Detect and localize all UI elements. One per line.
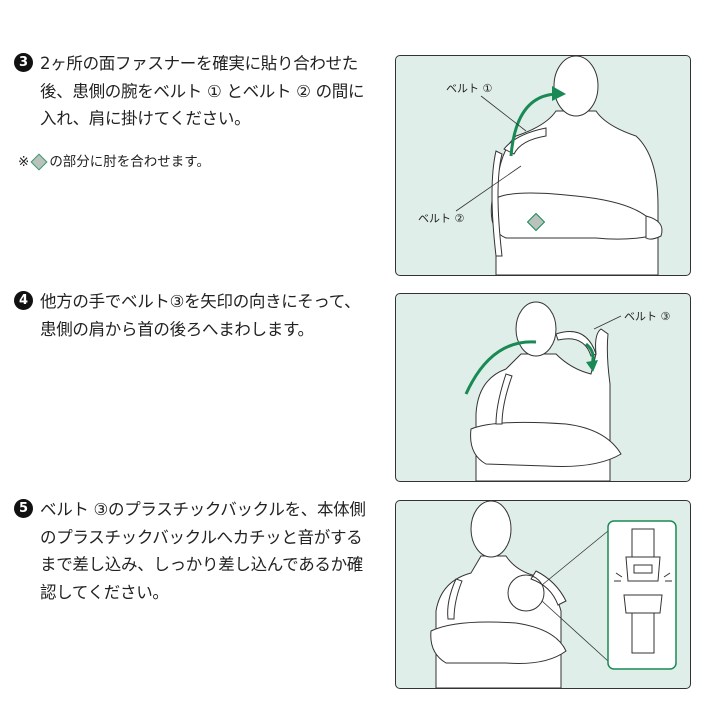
- step-3: 3 2ヶ所の面ファスナーを確実に貼り合わせた 後、患側の腕をベルト ① とベルト…: [14, 50, 384, 133]
- belt-routing-illustration: ベルト ③: [464, 301, 670, 481]
- note-mark: ※: [18, 154, 30, 170]
- figure-step-5: [395, 500, 691, 689]
- step-text-line: 入れ、肩に掛けてください。: [40, 109, 251, 128]
- note-text: の部分に肘を合わせます。: [49, 154, 210, 170]
- step-text-line: 2ヶ所の面ファスナーを確実に貼り合わせた: [40, 54, 358, 73]
- step-text-line: 患側の肩から首の後ろへまわします。: [40, 319, 314, 339]
- elbow-note: ※ の部分に肘を合わせます。: [18, 150, 210, 171]
- belt-1-label: ベルト ①: [446, 82, 492, 95]
- step-4: 4 他方の手でベルト③を矢印の向きにそって、 患側の肩から首の後ろへまわします。: [14, 288, 384, 343]
- belt-2-label: ベルト ②: [418, 212, 464, 225]
- step-5: 5 ベルト ③のプラスチックバックルを、本体側 のプラスチックバックルへカチッと…: [14, 496, 384, 606]
- belt-3-label: ベルト ③: [624, 310, 670, 323]
- step-text-line: まで差し込み、しっかり差し込んであるか確: [40, 555, 364, 574]
- buckle-illustration: [430, 501, 677, 688]
- step-text-line: のプラスチックバックルへカチッと音がする: [40, 527, 363, 547]
- step-number-badge: 3: [14, 53, 33, 72]
- step-text-line: ベルト ③のプラスチックバックルを、本体側: [40, 500, 366, 519]
- step-number-badge: 4: [14, 291, 33, 310]
- step-text-line: 後、患側の腕をベルト ① とベルト ② の間に: [40, 81, 365, 101]
- step-text-line: 他方の手でベルト③を矢印の向きにそって、: [40, 292, 361, 311]
- step-number-badge: 5: [14, 499, 33, 518]
- step-text-line: 認してください。: [40, 582, 169, 602]
- diamond-icon: [30, 153, 48, 171]
- figure-step-4: ベルト ③: [395, 293, 691, 482]
- figure-step-3: ベルト ① ベルト ②: [395, 55, 691, 276]
- sling-illustration: ベルト ① ベルト ②: [418, 56, 663, 275]
